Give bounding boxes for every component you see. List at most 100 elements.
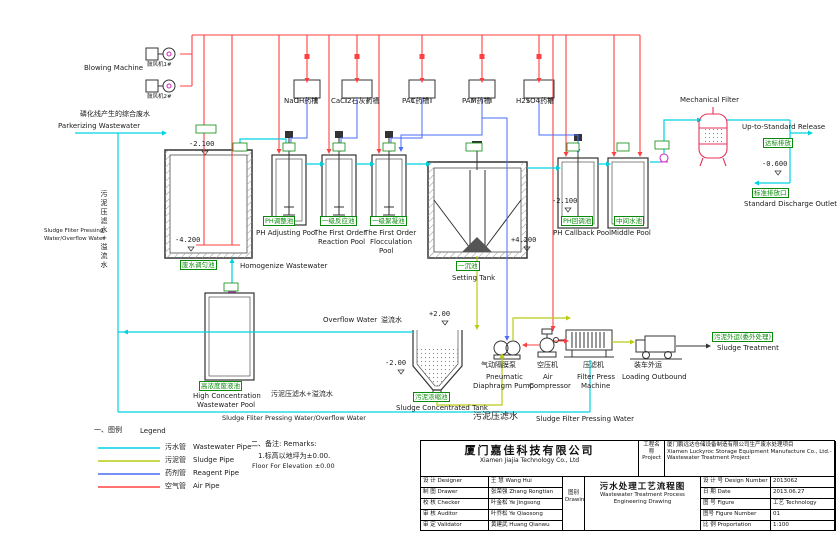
filter-press-shape [553, 329, 614, 358]
legend-swatch-sludge [98, 460, 160, 462]
standard-outlet-label-cn: 标准排放口 [752, 188, 789, 199]
sludge-tank-label-cn: 污泥浓缩池 [413, 392, 450, 403]
high-pool-label-cn: 高浓度废液池 [199, 381, 242, 392]
legend-title-en: Legend [140, 427, 166, 435]
legend-item-air-cn: 空气管 [165, 482, 186, 490]
sludge-outbound-label-cn: 污泥外运(委外处理) [712, 332, 774, 343]
validator-name: 黄建武 Huang Qianwu [489, 521, 563, 531]
sludge-outbound-label-en: Sludge Treatment [717, 344, 779, 352]
homogenize-elev-bottom: -4.200 [175, 236, 201, 244]
auditor-name: 叶乔松 Ye Qiaosong [489, 510, 563, 521]
homogenize-pool-label-en: Homogenize Wastewater [240, 262, 328, 270]
pneumatic-pump-label-en1: Pneumatic [486, 373, 523, 381]
wastewater-pipes [75, 117, 813, 413]
drawer-name: 张荣强 Zhang Rongtian [489, 488, 563, 499]
legend-item-wastewater-en: Wastewater Pipe [193, 443, 252, 451]
project-label-cell: 工程名称 Project [639, 441, 665, 477]
compressor-label-cn: 空压机 [537, 361, 558, 369]
flocculation-pool-label-en1: The First Order [364, 229, 417, 237]
sludge-outbound-arrow [676, 343, 711, 349]
left-return-label-en1: Sludge Fliter Pressing [44, 228, 104, 234]
sludge-concentrated-tank-shape [412, 330, 463, 399]
drawing-title-cn: 污水处理工艺流程图 [599, 482, 686, 492]
filter-press-label-en2: Machine [581, 382, 611, 390]
checker-name: 叶金松 Ye Jingsong [489, 499, 563, 510]
auditor-label: 审 核 Auditor [421, 510, 489, 521]
reaction-pool-label-en1: The First Order [314, 229, 367, 237]
legend-item-reagent-cn: 药剂管 [165, 469, 186, 477]
legend-swatch-air [98, 486, 160, 488]
loading-label-cn: 装车外运 [634, 361, 662, 369]
press-water-label-cn: 污泥压滤水 [473, 412, 519, 422]
blower2-tag: 鼓风机2# [147, 94, 172, 100]
remarks-title: 二、备注: Remarks: [251, 440, 317, 448]
compressor-label-en2: Compressor [529, 382, 571, 390]
parkerizing-label-en: Parkerizing Wastewater [58, 122, 141, 130]
setting-tank-elev: +4.200 [511, 236, 537, 244]
middle-pool-label-cn: 中间水池 [614, 216, 644, 227]
blowing-machine-label: Blowing Machine [84, 64, 144, 72]
sludge-tank-label-en: Sludge Concentrated Tank [396, 404, 488, 412]
h2so4-tank-label: H2SO4药槽 [516, 97, 555, 105]
ph-callback-pool-label-en: PH Callback Pool [553, 229, 612, 237]
project-name-cn: 厦门鹏远达仓储设备制造有限公司生产废水处理项目 [667, 442, 794, 448]
overflow-label-en: Overflow Water [323, 316, 378, 324]
air-arrows-valves [276, 54, 643, 348]
high-pool-label-en1: High Concentration [193, 392, 261, 400]
sludge-arrows [474, 315, 635, 358]
equipment-tag-boxes [195, 124, 670, 292]
date-label: 日 期 Date [701, 488, 771, 499]
outlet-elevation: -0.600 [762, 160, 788, 168]
reaction-pool-label-cn: 一级反应池 [320, 216, 357, 227]
pneumatic-pump-label-cn: 气动隔膜泵 [481, 361, 516, 369]
overflow-label-cn: 溢流水 [381, 316, 402, 324]
mechanical-filter-label: Mechanical Filter [680, 96, 739, 104]
proportion-label: 比 例 Proportation [701, 521, 771, 531]
callback-pool-elev: -2.100 [552, 197, 578, 205]
legend-swatch-wastewater [98, 447, 160, 449]
ph-adjust-pool-label-en: PH Adjusting Pool [256, 229, 318, 237]
bottom-mix-label-cn: 污泥压滤水+溢流水 [271, 390, 333, 398]
high-concentration-pool-shape [204, 292, 255, 381]
filter-press-label-en1: Filter Press [577, 373, 615, 381]
remarks-line1: 1.标高以地坪为±0.00. [258, 452, 331, 460]
pneumatic-pump-label-en2: Diaphragm Pump [473, 382, 534, 390]
naoh-tank-label: NaOH药槽 [284, 97, 319, 105]
filter-press-label-cn: 压滤机 [583, 361, 604, 369]
high-pool-label-en2: Wastewater Pool [197, 401, 256, 409]
figure-value: 工艺 Technology [771, 499, 836, 510]
truck-shape [630, 335, 682, 360]
ph-adjust-pool-label-cn: PH调整池 [263, 216, 296, 227]
air-compressor-shape [537, 328, 557, 358]
date-value: 2013.06.27 [771, 488, 836, 499]
legend-item-sludge-en: Sludge Pipe [193, 456, 235, 464]
up-to-standard-label: Up-to-Standard Release [742, 123, 826, 131]
remarks-line2: Floor For Elevation ±0.00 [252, 462, 335, 470]
sludge-tank-elev-bottom: -2.00 [385, 359, 407, 367]
legend-item-wastewater-cn: 污水管 [165, 443, 186, 451]
drawer-label: 制 图 Drawer [421, 488, 489, 499]
company-name-cn: 厦门嘉佳科技有限公司 [464, 444, 595, 457]
middle-pool-label-en: Middle Pool [611, 229, 651, 237]
design-number-label: 设 计 号 Design Number [701, 477, 771, 488]
company-cell: 厦门嘉佳科技有限公司 Xiamen Jiajia Technology Co.,… [421, 441, 639, 477]
design-number-value: 2013062 [771, 477, 836, 488]
figure-label: 图 号 Figure [701, 499, 771, 510]
pam-tank-label: PAM药槽 [462, 97, 491, 105]
loading-label-en: Loading Outbound [622, 373, 687, 381]
diaphragm-pump-shape [493, 340, 521, 360]
flocculation-pool-label-cn: 一级絮凝池 [370, 216, 407, 227]
reaction-pool-label-en2: Reaction Pool [318, 238, 366, 246]
sludge-tank-elev-top: +2.00 [429, 310, 451, 318]
homogenize-elev-top: -2.100 [189, 140, 215, 148]
figure-number-label: 图号 Figure Number [701, 510, 771, 521]
checker-label: 校 核 Checker [421, 499, 489, 510]
project-label-en: Project [642, 455, 661, 462]
bottom-mix-label-en: Sludge Fliter Pressing Water/Overflow Wa… [222, 414, 366, 422]
air-pipes [180, 34, 643, 348]
legend-title-cn: 一、图例 [94, 426, 122, 434]
drawing-title-cell: 污水处理工艺流程图 Wastewater Treatment Process E… [585, 477, 701, 531]
pac-tank-label: PAC药槽 [402, 97, 430, 105]
project-name-en: Xiamen Luckyroc Storage Equipment Manufa… [667, 448, 832, 462]
